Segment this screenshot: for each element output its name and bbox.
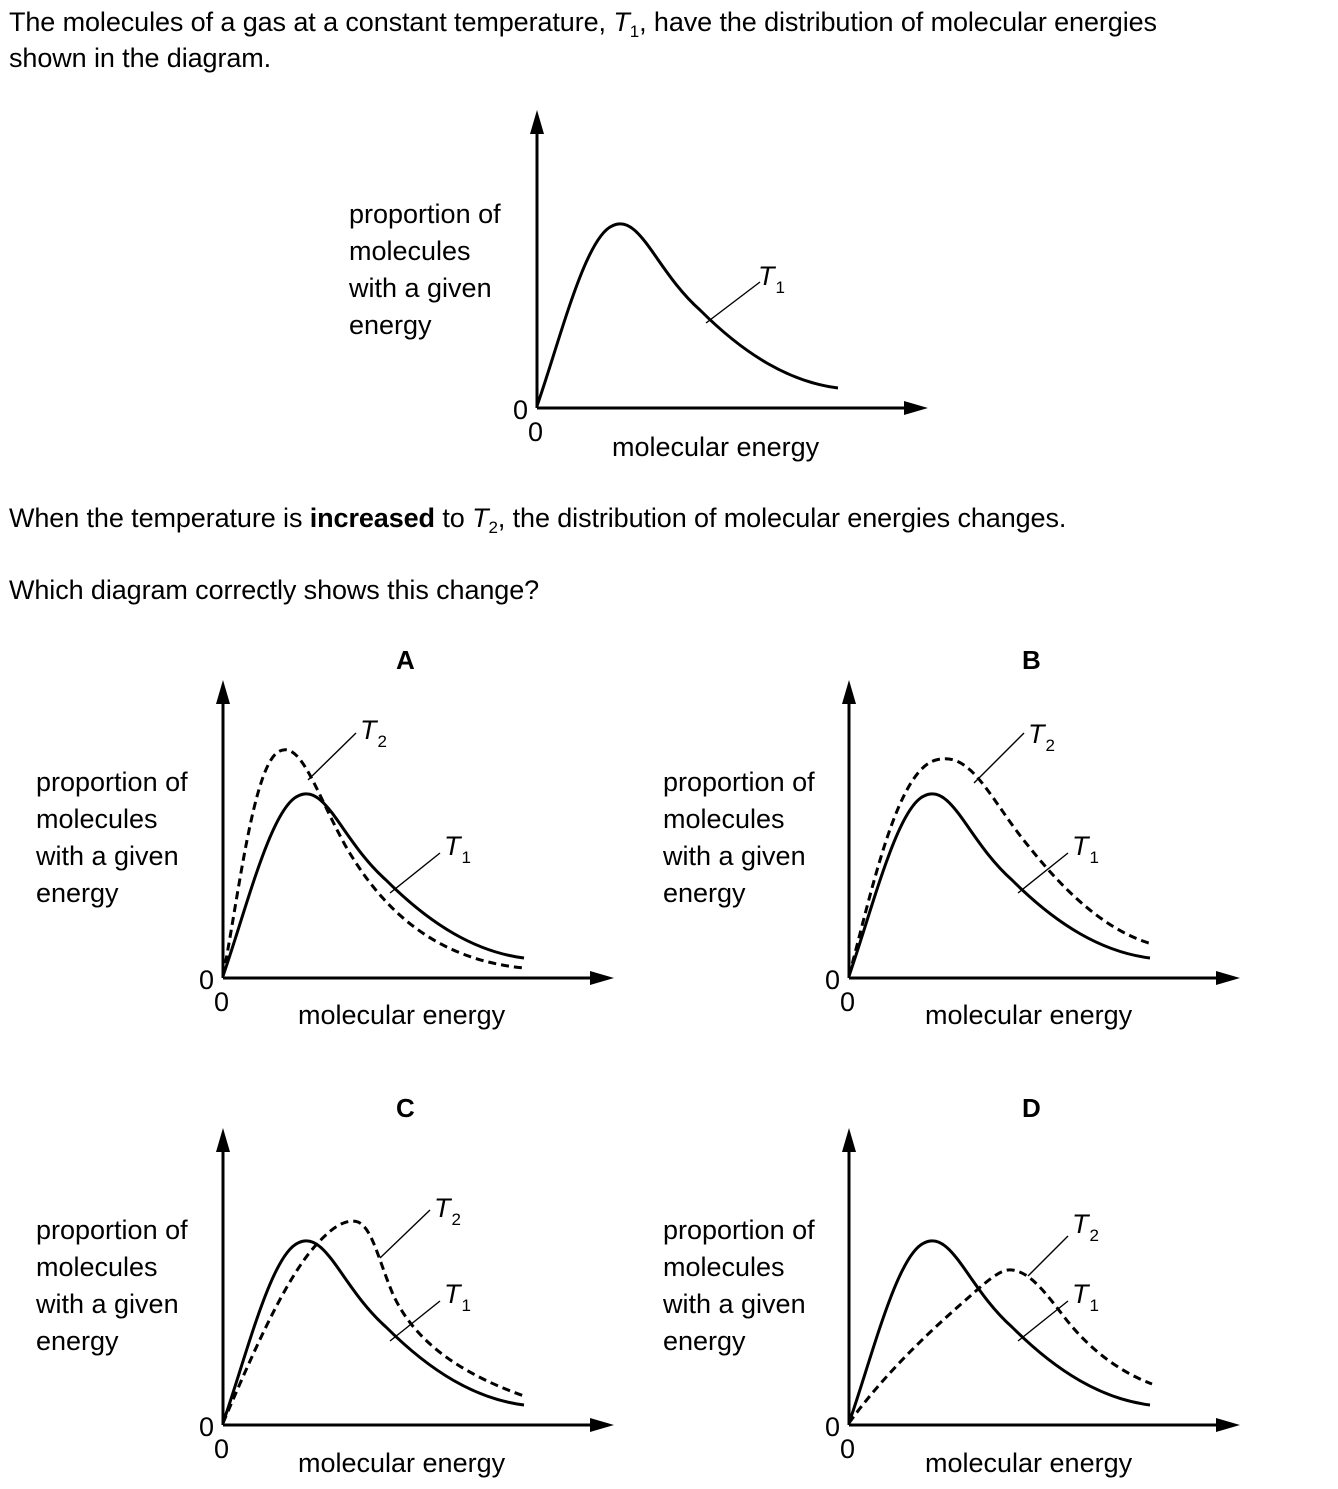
origin-x-zero: 0	[214, 1434, 230, 1464]
t1-label: T1	[444, 831, 471, 867]
t1-label: T1	[1072, 831, 1099, 867]
y-axis-arrow-icon	[530, 110, 544, 134]
t1-curve	[847, 792, 1151, 977]
y-axis-label: proportion of molecules with a given ene…	[36, 767, 188, 908]
y-axis-label: proportion of molecules with a given ene…	[349, 199, 501, 340]
t2-leader-line	[379, 1209, 431, 1259]
x-axis-label: molecular energy	[925, 1000, 1133, 1030]
x-axis-label: molecular energy	[298, 1000, 506, 1030]
y-axis-arrow-icon	[842, 1128, 856, 1152]
option-c-letter: C	[396, 1093, 415, 1123]
t2-leader-line	[973, 732, 1025, 784]
y-axis-label: proportion of molecules with a given ene…	[663, 767, 815, 908]
t1-leader-line	[389, 852, 441, 894]
x-axis-arrow-icon	[590, 1418, 614, 1432]
y-axis-label: proportion of molecules with a given ene…	[663, 1215, 815, 1356]
t2-label: T2	[1028, 719, 1055, 755]
x-axis-arrow-icon	[1216, 971, 1240, 985]
t2-leader-line	[307, 732, 357, 781]
t2-label: T2	[1072, 1209, 1099, 1245]
origin-x-zero: 0	[840, 1434, 856, 1464]
origin-x-zero: 0	[528, 417, 544, 447]
x-axis-label: molecular energy	[925, 1448, 1133, 1478]
t1-curve	[221, 1239, 525, 1424]
x-axis-label: molecular energy	[298, 1448, 506, 1478]
t2-curve	[847, 757, 1153, 977]
t1-label: T1	[444, 1279, 471, 1315]
x-axis-arrow-icon	[904, 401, 928, 415]
t1-leader-line	[1017, 852, 1069, 894]
origin-x-zero: 0	[214, 987, 230, 1017]
question-intro-cont: shown in the diagram.	[9, 43, 272, 73]
t2-label: T2	[360, 715, 387, 751]
origin-x-zero: 0	[840, 987, 856, 1017]
t1-curve	[847, 1239, 1151, 1424]
origin-y-zero: 0	[825, 965, 841, 995]
y-axis-label: proportion of molecules with a given ene…	[36, 1215, 188, 1356]
origin-y-zero: 0	[513, 395, 529, 425]
question-intro: The molecules of a gas at a constant tem…	[9, 7, 1157, 41]
t2-curve	[221, 748, 525, 977]
origin-y-zero: 0	[199, 1412, 215, 1442]
t1-curve	[221, 792, 525, 977]
t1-label: T1	[1072, 1279, 1099, 1315]
t1-leader-line	[389, 1300, 441, 1342]
x-axis-arrow-icon	[1216, 1418, 1240, 1432]
y-axis-arrow-icon	[216, 680, 230, 704]
t1-curve	[535, 222, 839, 407]
t2-leader-line	[1027, 1235, 1069, 1277]
option-b-letter: B	[1022, 645, 1041, 675]
t1-leader-line	[705, 281, 761, 324]
question-prompt: Which diagram correctly shows this chang…	[9, 575, 540, 605]
t2-label: T2	[434, 1193, 461, 1229]
t2-curve	[847, 1268, 1153, 1424]
y-axis-arrow-icon	[842, 680, 856, 704]
x-axis-arrow-icon	[590, 971, 614, 985]
question-change: When the temperature is increased to T2,…	[9, 503, 1067, 537]
t1-leader-line	[1017, 1300, 1069, 1342]
x-axis-label: molecular energy	[612, 432, 820, 462]
t1-label: T1	[758, 261, 785, 297]
y-axis-arrow-icon	[216, 1128, 230, 1152]
origin-y-zero: 0	[825, 1412, 841, 1442]
option-d-letter: D	[1022, 1093, 1041, 1123]
origin-y-zero: 0	[199, 965, 215, 995]
option-a-letter: A	[396, 645, 415, 675]
t2-curve	[221, 1219, 525, 1424]
